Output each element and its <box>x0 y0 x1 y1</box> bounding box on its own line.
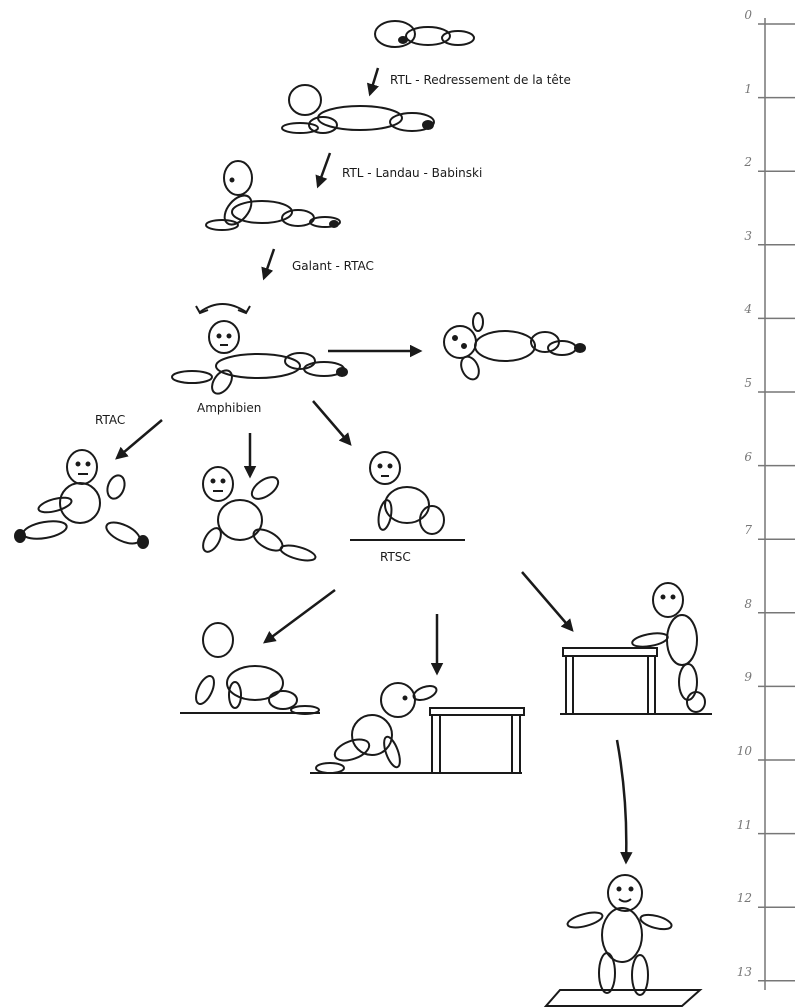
flow-arrows <box>115 67 633 865</box>
figure-standing-at-table <box>560 582 712 715</box>
figure-crawling <box>180 622 320 715</box>
label-head-raising: RTL - Redressement de la tête <box>390 73 571 87</box>
label-galant-rtac: Galant - RTAC <box>292 259 374 273</box>
figure-amphibien <box>171 303 348 395</box>
figure-rtsc <box>350 451 465 541</box>
age-tick-label: 5 <box>744 376 752 390</box>
figure-sitting-reaching <box>202 466 317 562</box>
arrow-to-walking <box>615 739 633 865</box>
age-tick-label: 8 <box>744 596 752 611</box>
arrow-to-rtsc <box>312 400 352 446</box>
age-tick-label: 1 <box>744 81 752 96</box>
age-tick-label: 6 <box>744 449 752 464</box>
label-rtac: RTAC <box>95 413 126 427</box>
age-tick-label: 12 <box>736 891 752 906</box>
arrow-to-landau <box>315 152 332 189</box>
arrow-to-crawling <box>262 588 336 644</box>
age-tick-label: 2 <box>744 155 752 170</box>
age-tick-label: 4 <box>744 302 752 317</box>
figure-landau <box>205 160 341 231</box>
figure-head-raising <box>281 84 435 134</box>
label-rtsc: RTSC <box>380 550 411 564</box>
age-tick-label: 9 <box>744 670 752 685</box>
age-tick-label: 13 <box>736 964 752 979</box>
arrow-to-standing <box>521 571 574 632</box>
figure-rolling-over <box>443 312 586 381</box>
age-tick-label: 11 <box>736 817 752 832</box>
figure-walking <box>543 874 703 1007</box>
age-tick-label: 3 <box>744 228 752 243</box>
arrow-to-galant <box>261 248 276 281</box>
age-tick-label: 7 <box>744 523 752 538</box>
figure-rtac-sitting <box>14 449 149 549</box>
arrow-to-rtac-sitting <box>115 419 163 460</box>
label-amphibien: Amphibien <box>197 401 262 415</box>
age-tick-label: 0 <box>744 8 752 22</box>
label-landau-babinski: RTL - Landau - Babinski <box>342 166 483 180</box>
age-tick-label: 10 <box>736 744 752 758</box>
arrow-to-head-raising <box>366 67 380 97</box>
figure-newborn-curled <box>374 20 475 48</box>
figure-kneeling-at-table <box>310 682 525 774</box>
age-scale <box>758 18 795 990</box>
